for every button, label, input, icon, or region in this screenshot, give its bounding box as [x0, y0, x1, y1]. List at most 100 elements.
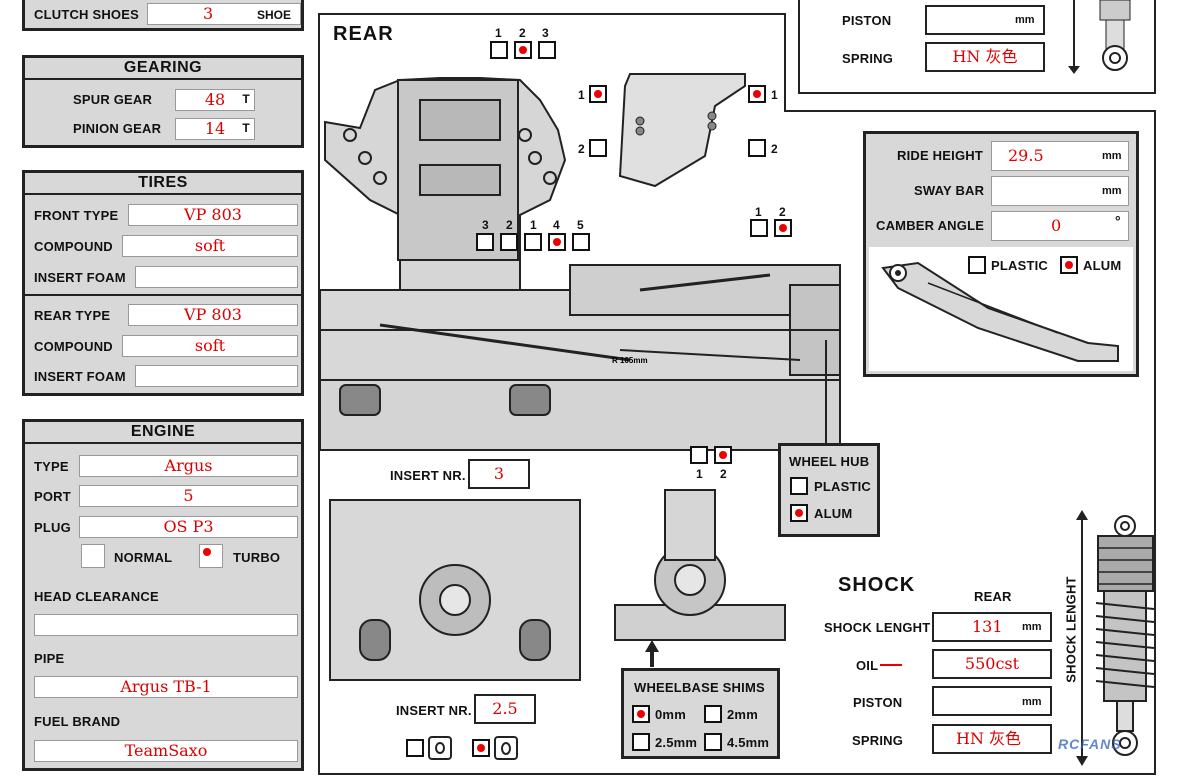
insert-shape-round-checkbox[interactable] [406, 739, 424, 757]
shock-column-label: REAR [974, 589, 1012, 604]
camber-unit: ° [1115, 213, 1121, 229]
insert-nr-bottom-field[interactable]: 2.5 [474, 694, 536, 724]
ride-height-label: RIDE HEIGHT [897, 148, 983, 163]
plug-normal-label: NORMAL [114, 550, 173, 565]
engine-title: ENGINE [25, 422, 301, 444]
r-105mm-label: R 105mm [612, 356, 648, 365]
hub-plastic-checkbox[interactable] [790, 477, 808, 495]
shock-length-field[interactable]: 131 [932, 612, 1052, 642]
top-shock-drawing [1068, 0, 1131, 74]
low-hole-1-checkbox[interactable] [690, 446, 708, 464]
top-spring-field[interactable]: HN 灰色 [925, 42, 1045, 72]
insert-shape-oval-checkbox[interactable] [472, 739, 490, 757]
right-hole-1-checkbox[interactable] [750, 219, 768, 237]
camber-link-drawing [881, 261, 1119, 362]
bracket-2-left-checkbox[interactable] [589, 139, 607, 157]
insert-nr-bottom-label: INSERT NR. [396, 703, 472, 718]
insert-nr-top-field[interactable]: 3 [468, 459, 530, 489]
engine-port-label: PORT [34, 489, 71, 504]
sway-bar-label: SWAY BAR [914, 183, 985, 198]
spur-field[interactable]: 48 [175, 89, 255, 111]
top-hole-1-checkbox[interactable] [490, 41, 508, 59]
rear-diagram-frame [318, 13, 786, 775]
bracket-1-right-checkbox[interactable] [748, 85, 766, 103]
head-clearance-label: HEAD CLEARANCE [34, 589, 159, 604]
shock-piston-field[interactable] [932, 686, 1052, 716]
shim-0mm-label: 0mm [655, 707, 686, 722]
mid-hole-3-checkbox[interactable] [476, 233, 494, 251]
hole-num-right-2: 2 [779, 205, 786, 219]
mid-hole-1-checkbox[interactable] [524, 233, 542, 251]
fuel-brand-label: FUEL BRAND [34, 714, 121, 729]
rear-type-label: REAR TYPE [34, 308, 111, 323]
fuel-brand-field[interactable]: TeamSaxo [34, 740, 298, 762]
hole-num-mid-4: 4 [553, 218, 560, 232]
sway-bar-unit: mm [1102, 185, 1122, 197]
clutch-label: CLUTCH SHOES [34, 7, 139, 22]
mid-hole-4-checkbox[interactable] [548, 233, 566, 251]
shim-4_5mm-checkbox[interactable] [704, 733, 722, 751]
gearing-panel: GEARING SPUR GEAR 48 T PINION GEAR 14 T [22, 55, 304, 148]
hole-num-top-2: 2 [519, 26, 526, 40]
shock-length-unit: mm [1022, 621, 1042, 633]
shim-2mm-checkbox[interactable] [704, 705, 722, 723]
pipe-field[interactable]: Argus TB-1 [34, 676, 298, 698]
shock-spring-field[interactable]: HN 灰色 [932, 724, 1052, 754]
bracket-num-2-left: 2 [578, 142, 585, 156]
hub-leader-line [825, 340, 827, 443]
top-piston-unit: mm [1015, 14, 1035, 26]
camber-alum-checkbox[interactable] [1060, 256, 1078, 274]
engine-plug-label: PLUG [34, 520, 71, 535]
oil-field[interactable]: 550cst [932, 649, 1052, 679]
top-hole-2-checkbox[interactable] [514, 41, 532, 59]
rear-type-field[interactable]: VP 803 [128, 304, 298, 326]
sway-bar-field[interactable] [991, 176, 1129, 206]
low-hole-2-checkbox[interactable] [714, 446, 732, 464]
shim-0mm-checkbox[interactable] [632, 705, 650, 723]
oil-label: OIL [856, 658, 879, 673]
plug-normal-checkbox[interactable] [81, 544, 105, 568]
front-compound-field[interactable]: soft [122, 235, 298, 257]
bracket-drawing [618, 73, 746, 188]
clutch-value-field[interactable]: 3 [147, 3, 301, 25]
engine-plug-field[interactable]: OS P3 [79, 516, 298, 538]
hub-plastic-label: PLASTIC [814, 479, 872, 494]
mid-hole-5-checkbox[interactable] [572, 233, 590, 251]
shock-title: SHOCK [838, 574, 916, 596]
ride-height-field[interactable]: 29.5 [991, 141, 1129, 171]
camber-field[interactable]: 0 [991, 211, 1129, 241]
hole-num-low-1: 1 [696, 467, 703, 481]
rear-compound-field[interactable]: soft [122, 335, 298, 357]
shim-4_5mm-label: 4.5mm [727, 735, 770, 750]
engine-port-field[interactable]: 5 [79, 485, 298, 507]
bracket-2-right-checkbox[interactable] [748, 139, 766, 157]
shims-arrow-stem [650, 651, 654, 667]
front-type-field[interactable]: VP 803 [128, 204, 298, 226]
hub-alum-checkbox[interactable] [790, 504, 808, 522]
pinion-label: PINION GEAR [73, 121, 162, 136]
top-hole-3-checkbox[interactable] [538, 41, 556, 59]
rcfans-watermark: RCFANS [1058, 736, 1122, 752]
pipe-label: PIPE [34, 651, 65, 666]
rear-insert-field[interactable] [135, 365, 298, 387]
rear-insert-label: INSERT FOAM [34, 369, 126, 384]
front-insert-field[interactable] [135, 266, 298, 288]
head-clearance-field[interactable] [34, 614, 298, 636]
camber-plastic-checkbox[interactable] [968, 256, 986, 274]
top-piston-field[interactable] [925, 5, 1045, 35]
pinion-field[interactable]: 14 [175, 118, 255, 140]
bracket-num-1-left: 1 [578, 88, 585, 102]
mid-hole-2-checkbox[interactable] [500, 233, 518, 251]
shim-2_5mm-checkbox[interactable] [632, 733, 650, 751]
rear-compound-label: COMPOUND [34, 339, 113, 354]
engine-panel: ENGINE TYPE Argus PORT 5 PLUG OS P3 NORM… [22, 419, 304, 771]
hole-num-mid-2: 2 [506, 218, 513, 232]
hole-num-top-1: 1 [495, 26, 502, 40]
plug-turbo-checkbox[interactable] [199, 544, 223, 568]
right-hole-2-checkbox[interactable] [774, 219, 792, 237]
oil-strike-mark [880, 664, 902, 666]
shock-piston-label: PISTON [853, 695, 903, 710]
spur-label: SPUR GEAR [73, 92, 153, 107]
engine-type-field[interactable]: Argus [79, 455, 298, 477]
bracket-1-left-checkbox[interactable] [589, 85, 607, 103]
